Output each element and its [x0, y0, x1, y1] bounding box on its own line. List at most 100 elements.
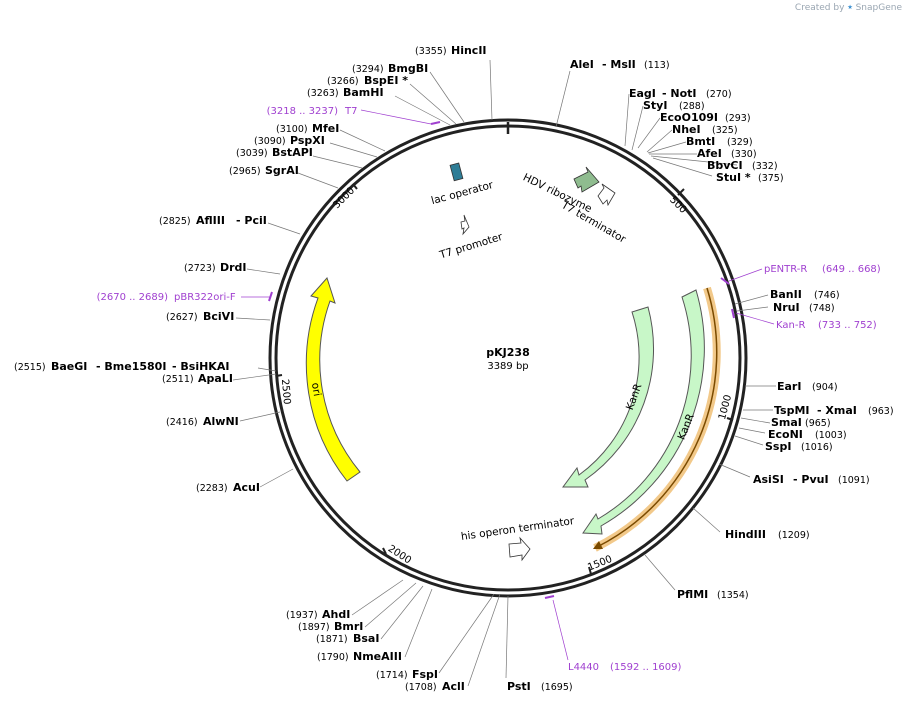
site-eari: EarI (904): [777, 380, 838, 393]
tick-label-2500: 2500: [279, 379, 292, 405]
feature-his-operon-terminator-label: his operon terminator: [460, 515, 575, 543]
site-pvui-name: - PvuI: [793, 473, 829, 486]
feature-t7-terminator-label: T7 terminator: [558, 199, 628, 246]
site-bcivi-pos: (2627): [166, 312, 198, 323]
site-bcivi-name: BciVI: [203, 310, 234, 323]
site-bmri-pos: (1897): [298, 622, 330, 633]
site-afliii: (2825) AflIII - PciI: [159, 214, 267, 227]
site-nhei-name: NheI: [672, 123, 701, 136]
feature-t7-promoter-label: T7 promoter: [437, 231, 504, 262]
site-bmti-pos: (329): [727, 137, 753, 148]
site-nmeaiii-name: NmeAIII: [353, 650, 402, 663]
site-psti: PstI (1695): [507, 680, 573, 693]
site-styi-name: StyI: [643, 99, 667, 112]
site-pspxi-name: PspXI: [290, 134, 325, 147]
feature-hdv-ribozyme-arrow: [573, 166, 600, 193]
site-banii: BanII (746): [770, 288, 840, 301]
site-afei-pos: (330): [731, 149, 757, 160]
site-asisi-pos: (1091): [838, 475, 870, 486]
site-mfei: (3100) MfeI: [276, 122, 339, 135]
site-nrui-name: NruI: [773, 301, 800, 314]
site-acui: (2283) AcuI: [196, 481, 260, 494]
site-mfei-pos: (3100): [276, 124, 308, 135]
site-sspi-pos: (1016): [801, 442, 833, 453]
site-bspei: (3266) BspEI *: [327, 74, 408, 87]
feature-lac-operator-label: lac operator: [430, 179, 495, 207]
site-bstapi-name: BstAPI: [272, 146, 313, 159]
site-ahdi-pos: (1937): [286, 610, 318, 621]
site-bmgbi: (3294) BmgBI: [352, 62, 428, 75]
site-tspmi-pos: (963): [868, 406, 894, 417]
site-pflmi-name: PflMI: [677, 588, 708, 601]
site-afei-name: AfeI: [697, 147, 722, 160]
site-pcii-name: - PciI: [236, 214, 267, 227]
primer-kan-r-name: Kan-R: [776, 320, 805, 331]
site-afliii-name: AflIII: [196, 214, 225, 227]
site-bamhi-name: BamHI: [343, 86, 384, 99]
primer-pbr322ori-f: (2670 .. 2689) pBR322ori-F: [97, 291, 273, 303]
site-fspi: (1714) FspI: [376, 668, 438, 681]
credit-text: Created by: [794, 3, 845, 13]
site-eco0109i-name: EcoO109I: [660, 111, 718, 124]
site-tspmi-name: TspMI: [774, 404, 810, 417]
snapgene-logo-icon: ⭑: [847, 2, 853, 13]
primer-pentr-r-range: (649 .. 668): [822, 264, 881, 275]
site-drdi-name: DrdI: [220, 261, 247, 274]
site-smai-name: SmaI: [771, 416, 802, 429]
primer-pbr322ori-f-range: (2670 .. 2689): [97, 292, 169, 303]
site-acui-pos: (2283): [196, 483, 228, 494]
site-stui-name: StuI *: [716, 171, 751, 184]
site-baegi-pos: (2515): [14, 362, 46, 373]
site-bmti: BmtI (329): [686, 135, 753, 148]
site-acli-pos: (1708): [405, 682, 437, 693]
site-hindiii-name: HindIII: [725, 528, 766, 541]
feature-kanr-outer-arrow: [582, 289, 705, 535]
site-asisi: AsiSI - PvuI (1091): [753, 473, 870, 486]
site-apali-name: ApaLI: [198, 372, 233, 385]
site-nrui-pos: (748): [809, 303, 835, 314]
tick-label-3000: 3000: [331, 185, 357, 211]
primer-kan-r: Kan-R (733 .. 752): [731, 308, 877, 331]
primer-pentr-r: pENTR-R (649 .. 668): [720, 264, 881, 285]
site-afei: AfeI (330): [697, 147, 757, 160]
site-baegi-name: BaeGI: [51, 360, 87, 373]
site-econi-name: EcoNI: [768, 428, 803, 441]
site-nmeaiii: (1790) NmeAIII: [317, 650, 402, 663]
site-mfei-name: MfeI: [312, 122, 339, 135]
site-bamhi-pos: (3263): [307, 88, 339, 99]
site-banii-pos: (746): [814, 290, 840, 301]
site-alwni-pos: (2416): [166, 417, 198, 428]
site-leaders: [232, 59, 776, 687]
site-drdi: (2723) DrdI: [184, 261, 247, 274]
site-ahdi: (1937) AhdI: [286, 608, 350, 621]
site-bcivi: (2627) BciVI: [166, 310, 234, 323]
site-bspei-pos: (3266): [327, 76, 359, 87]
site-sgrai-pos: (2965): [229, 166, 261, 177]
primer-l4440: L4440 (1592 .. 1609): [544, 595, 682, 673]
site-sspi: SspI (1016): [765, 440, 833, 453]
site-apali-pos: (2511): [162, 374, 194, 385]
site-bme1580i-name: - Bme1580I: [96, 360, 166, 373]
site-drdi-pos: (2723): [184, 263, 216, 274]
site-bspei-name: BspEI *: [364, 74, 408, 87]
site-psti-pos: (1695): [541, 682, 573, 693]
site-fspi-pos: (1714): [376, 670, 408, 681]
site-bstapi-pos: (3039): [236, 148, 268, 159]
site-smai-pos: (965): [805, 418, 831, 429]
site-eco0109i-pos: (293): [725, 113, 751, 124]
site-bstapi: (3039) BstAPI: [236, 146, 313, 159]
site-bbvci-name: BbvCI: [707, 159, 743, 172]
tick-3000: 3000: [331, 183, 358, 211]
site-styi-pos: (288): [679, 101, 705, 112]
feature-lac-operator-box: [449, 162, 464, 182]
site-pflmi: PflMI (1354): [677, 588, 749, 601]
site-acui-name: AcuI: [233, 481, 260, 494]
site-eagi-pos: (270): [706, 89, 732, 100]
tick-2500: 2500: [275, 374, 292, 405]
site-nhei: NheI (325): [672, 123, 738, 136]
site-sgrai: (2965) SgrAI: [229, 164, 299, 177]
site-hincii: (3355) HincII: [415, 44, 487, 57]
plasmid-name: pKJ238: [486, 346, 529, 359]
site-eagi: EagI - NotI (270): [629, 87, 732, 100]
